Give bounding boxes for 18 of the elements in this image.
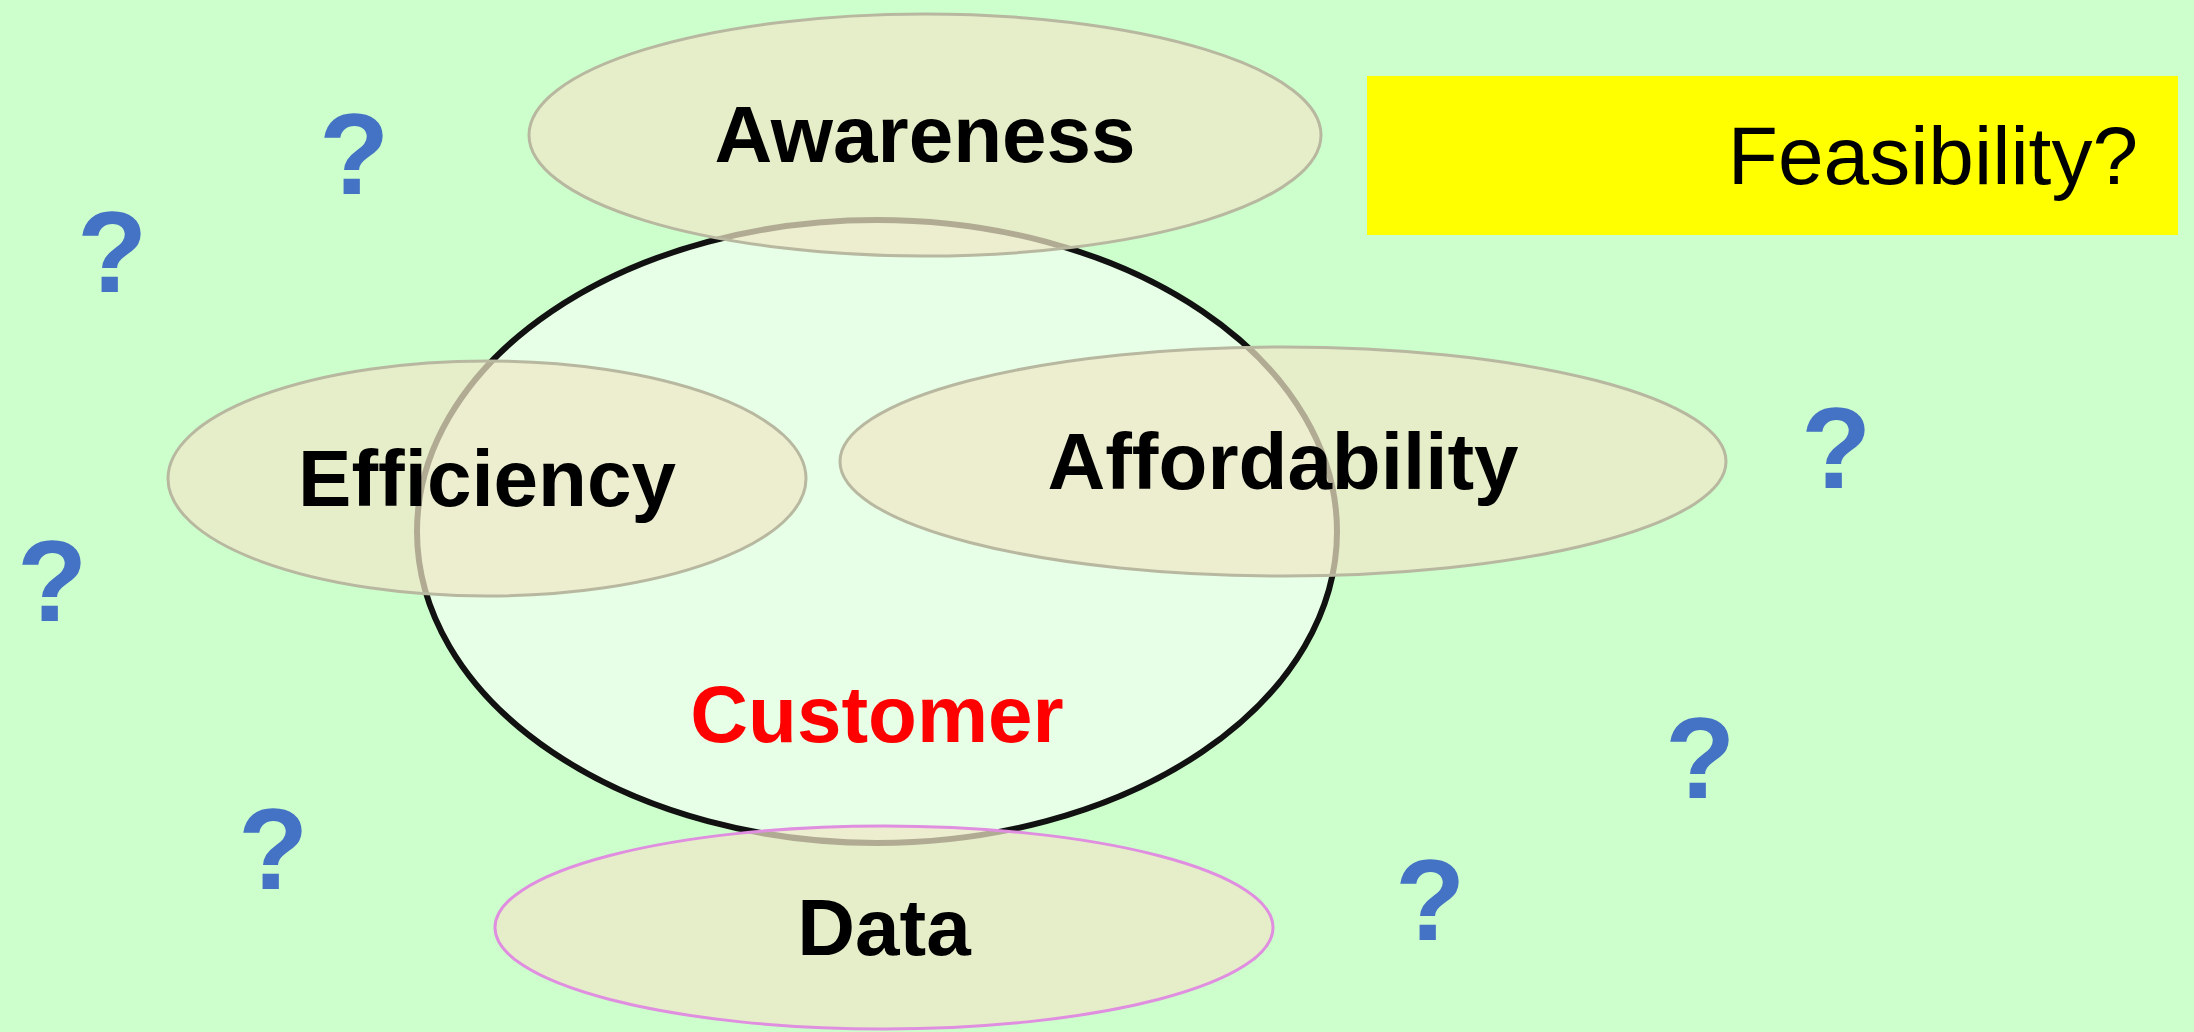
- question-mark: ?: [237, 791, 309, 907]
- question-mark: ?: [1800, 390, 1872, 506]
- circle-label: Customer: [690, 669, 1064, 761]
- venn-ellipse: [837, 344, 1729, 579]
- note-text: Feasibility?: [1727, 108, 2138, 203]
- ellipse-label: Affordability: [1047, 415, 1519, 508]
- ellipse-label: Efficiency: [298, 432, 676, 525]
- ellipse-label: Data: [797, 881, 971, 974]
- venn-ellipse: [165, 358, 809, 599]
- ellipse-label: Awareness: [714, 89, 1136, 181]
- question-mark: ?: [16, 523, 88, 639]
- question-mark: ?: [1394, 842, 1466, 958]
- question-mark: ?: [318, 96, 390, 212]
- venn-ellipse: [492, 823, 1276, 1032]
- venn-ellipse: [526, 11, 1324, 259]
- question-mark: ?: [76, 194, 148, 310]
- question-mark: ?: [1664, 700, 1736, 816]
- note-box: [1367, 76, 2178, 235]
